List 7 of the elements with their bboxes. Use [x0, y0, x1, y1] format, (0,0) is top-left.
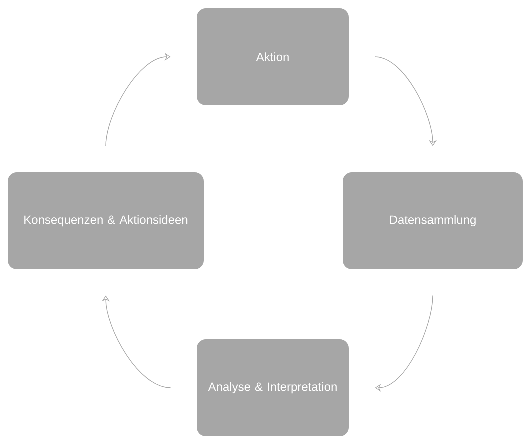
- arrow: [102, 296, 172, 388]
- process-box: Konsequenzen & Aktionsideen: [8, 172, 204, 270]
- arrow: [106, 52, 171, 147]
- process-box: Analyse & Interpretation: [197, 340, 349, 436]
- process-box: Aktion: [197, 8, 349, 106]
- arrow: [375, 295, 434, 392]
- process-box: Datensammlung: [343, 172, 523, 270]
